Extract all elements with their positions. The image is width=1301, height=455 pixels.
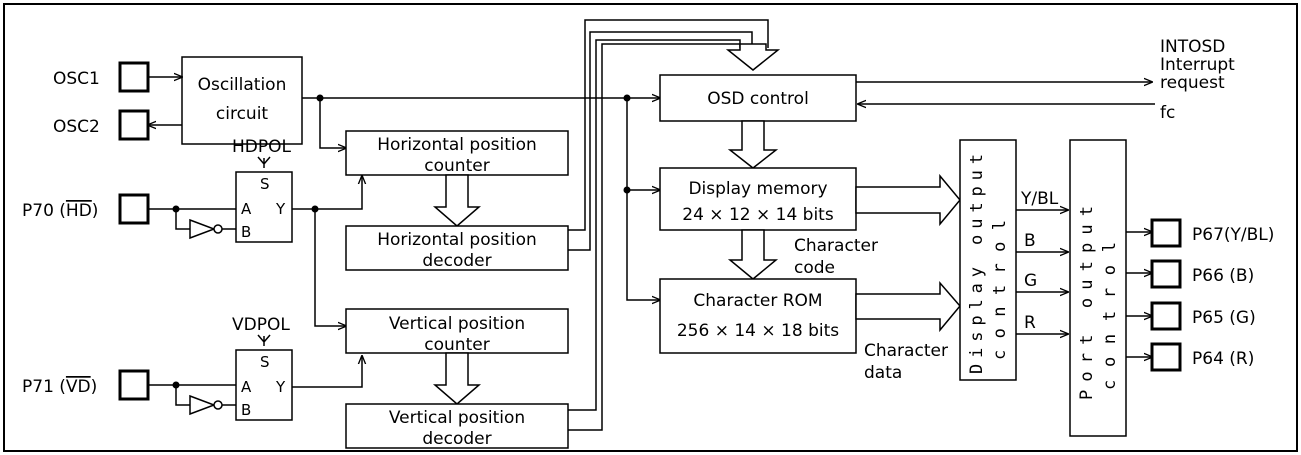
pin-p64-box [1150, 342, 1182, 372]
character-rom-label-2: 256 × 14 × 18 bits [677, 321, 839, 341]
osd-to-memory-arrow [727, 120, 779, 169]
pin-p66-label: P66 (B) [1192, 266, 1254, 286]
display-output-control-block [959, 139, 1017, 381]
hd-inverter [189, 218, 217, 240]
pin-osc2-box [118, 109, 150, 141]
horizontal-counter-label-2: counter [424, 156, 489, 176]
svg-text:Y: Y [275, 378, 286, 396]
hdpol-label: HDPOL [232, 137, 292, 157]
oscillation-circuit-label-1: Oscillation [198, 75, 287, 95]
pin-p65-box [1150, 301, 1182, 331]
svg-text:A: A [241, 200, 252, 218]
vertical-counter-to-decoder-arrow [432, 352, 482, 405]
fc-label: fc [1160, 103, 1175, 123]
pin-osc1-label: OSC1 [53, 69, 100, 89]
signal-b-label: B [1024, 231, 1036, 251]
osd-control-block [659, 74, 857, 122]
oscillation-circuit-label-2: circuit [216, 104, 269, 124]
pin-osc1-box [118, 61, 150, 93]
character-code-label-1: Character [794, 236, 878, 256]
pin-p71-label: P71 (VD) [22, 377, 97, 397]
character-data-label-2: data [864, 363, 902, 383]
vertical-counter-label-2: counter [424, 335, 489, 355]
memory-to-rom-arrow [727, 229, 779, 280]
signal-g-label: G [1024, 271, 1037, 291]
request-label: request [1160, 73, 1225, 93]
pin-p64-label: P64 (R) [1192, 349, 1254, 369]
pin-p67-label: P67(Y/BL) [1192, 225, 1274, 245]
vertical-decoder-label-2: decoder [422, 429, 491, 449]
decoder-to-osd-arrow [725, 43, 781, 71]
interrupt-label: Interrupt [1160, 55, 1235, 75]
horizontal-position-decoder-block [345, 225, 569, 271]
horizontal-decoder-label-2: decoder [422, 251, 491, 271]
svg-text:B: B [241, 223, 251, 241]
horizontal-counter-label-1: Horizontal position [377, 135, 537, 155]
svg-text:B: B [241, 401, 251, 419]
vertical-counter-label-1: Vertical position [389, 314, 525, 334]
rom-to-output-arrow [855, 280, 961, 333]
horizontal-decoder-label-1: Horizontal position [377, 230, 537, 250]
pin-osc2-label: OSC2 [53, 117, 100, 137]
signal-ybl-label: Y/BL [1020, 189, 1059, 209]
memory-to-output-arrow [855, 173, 961, 227]
hd-selector-block [235, 171, 293, 243]
pin-p71-box [118, 369, 150, 401]
svg-text:S: S [260, 353, 270, 371]
pin-p67-box [1150, 218, 1182, 248]
vd-inverter [189, 394, 217, 416]
intosd-label: INTOSD [1160, 37, 1225, 57]
character-code-label-2: code [794, 258, 835, 278]
port-output-control-block [1069, 139, 1127, 437]
svg-text:Y: Y [275, 200, 286, 218]
svg-text:S: S [260, 175, 270, 193]
display-memory-label-2: 24 × 12 × 14 bits [682, 205, 834, 225]
diagram-frame [3, 3, 1298, 452]
vd-selector-block [235, 349, 293, 421]
character-data-label-1: Character [864, 341, 948, 361]
horizontal-position-counter-block [345, 130, 569, 176]
pin-p65-label: P65 (G) [1192, 308, 1256, 328]
vdpol-label: VDPOL [232, 315, 290, 335]
pin-p66-box [1150, 259, 1182, 289]
svg-text:A: A [241, 378, 252, 396]
osd-control-label: OSD control [707, 89, 809, 109]
pin-p70-box [118, 193, 150, 225]
oscillation-circuit-block [181, 56, 303, 145]
pin-p70-label: P70 (HD) [22, 201, 98, 221]
signal-r-label: R [1024, 313, 1036, 333]
horizontal-counter-to-decoder-arrow [432, 174, 482, 227]
vertical-position-counter-block [345, 308, 569, 354]
vertical-decoder-label-1: Vertical position [389, 408, 525, 428]
vertical-position-decoder-block [345, 403, 569, 449]
character-rom-label-1: Character ROM [693, 291, 822, 311]
display-memory-label-1: Display memory [688, 179, 827, 199]
